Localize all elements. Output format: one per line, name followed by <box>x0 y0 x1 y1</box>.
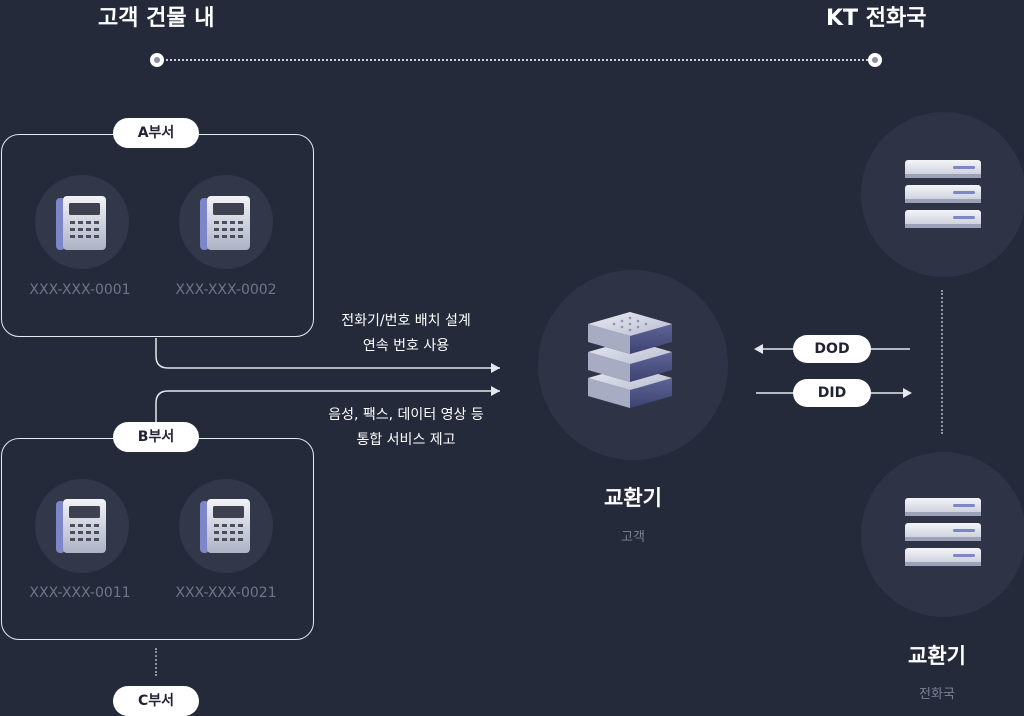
customer-building-heading: 고객 건물 내 <box>98 6 215 31</box>
did-label: DID <box>793 379 871 407</box>
connector-endpoint-right <box>868 53 882 67</box>
design-note-line-2: 연속 번호 사용 <box>362 338 450 354</box>
kt-office-heading: KT 전화국 <box>826 6 927 31</box>
kt-servers-dotted-line <box>941 290 943 434</box>
kt-exchange-title: 교환기 <box>908 644 966 668</box>
service-note-line-1: 음성, 팩스, 데이터 영상 등 <box>328 407 484 423</box>
design-note-line-1: 전화기/번호 배치 설계 <box>341 313 471 329</box>
desk-phone-icon <box>200 196 250 250</box>
desk-phone-icon <box>200 499 250 553</box>
customer-exchange-title: 교환기 <box>604 486 662 510</box>
department-a-label: A부서 <box>113 118 199 148</box>
server-stack-icon <box>588 312 672 408</box>
dept-b-to-exchange-line <box>155 390 500 426</box>
dod-arrow-head <box>754 344 763 354</box>
desk-phone-icon <box>56 196 106 250</box>
arrow-head-b <box>491 386 500 396</box>
building-office-dotted-line <box>166 59 868 61</box>
phone-b2-number: XXX-XXX-0021 <box>175 585 277 601</box>
kt-exchange-subtitle: 전화국 <box>919 687 955 702</box>
did-arrow-head <box>903 388 912 398</box>
design-note: 전화기/번호 배치 설계 연속 번호 사용 <box>300 309 512 359</box>
phone-a2-number: XXX-XXX-0002 <box>175 282 277 298</box>
dept-a-to-exchange-line <box>155 338 500 369</box>
connector-endpoint-left <box>150 53 164 67</box>
desk-phone-icon <box>56 499 106 553</box>
customer-exchange-subtitle: 고객 <box>621 530 645 545</box>
arrow-head-a <box>491 363 500 373</box>
server-rack-icon <box>905 160 981 228</box>
phone-a1-number: XXX-XXX-0001 <box>29 282 131 298</box>
more-departments-dotted-line <box>155 648 157 676</box>
service-note-line-2: 통합 서비스 제고 <box>356 432 456 448</box>
department-b-label: B부서 <box>113 422 199 452</box>
department-c-label: C부서 <box>113 686 199 716</box>
dod-label: DOD <box>793 335 871 363</box>
service-note: 음성, 팩스, 데이터 영상 등 통합 서비스 제고 <box>300 403 512 453</box>
phone-b1-number: XXX-XXX-0011 <box>29 585 131 601</box>
server-rack-icon <box>905 498 981 566</box>
